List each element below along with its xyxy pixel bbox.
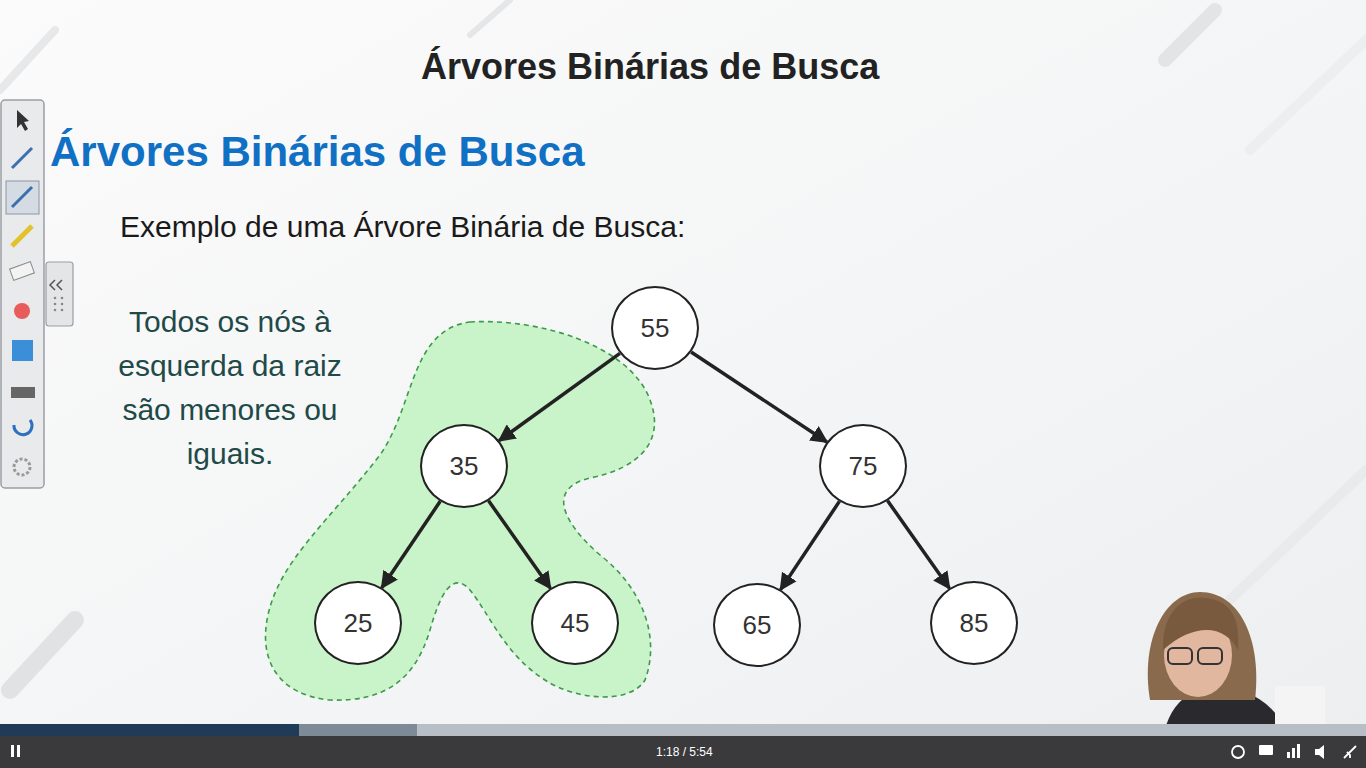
node-value: 75 (849, 451, 878, 482)
tree-node-circle: 85 (930, 581, 1018, 665)
tree-node-circle: 25 (314, 581, 402, 665)
tree-edge-arrow (691, 352, 827, 442)
subtitle: Exemplo de uma Árvore Binária de Busca: (120, 210, 685, 244)
tree-edge-arrow (489, 501, 551, 588)
section-heading: Árvores Binárias de Busca (50, 128, 585, 176)
node-value: 35 (450, 451, 479, 482)
tree-edge-arrow (499, 353, 620, 440)
node-value: 45 (561, 608, 590, 639)
tree-edge-arrow (888, 501, 950, 588)
slide-title: Árvores Binárias de Busca (421, 46, 879, 88)
tree-node-circle: 55 (611, 286, 699, 370)
node-value: 65 (743, 610, 772, 641)
tree-edge-arrow (781, 501, 840, 589)
tree-node-circle: 65 (713, 583, 801, 667)
note-text: Todos os nós à esquerda da raiz são meno… (92, 300, 368, 476)
node-value: 55 (641, 313, 670, 344)
tree-node-circle: 75 (819, 424, 907, 508)
tree-edge-arrow (382, 501, 440, 587)
tree-node-circle: 35 (420, 424, 508, 508)
node-value: 25 (344, 608, 373, 639)
node-value: 85 (960, 608, 989, 639)
tree-node-circle: 45 (531, 581, 619, 665)
time-display: 1:18 / 5:54 (656, 745, 713, 759)
